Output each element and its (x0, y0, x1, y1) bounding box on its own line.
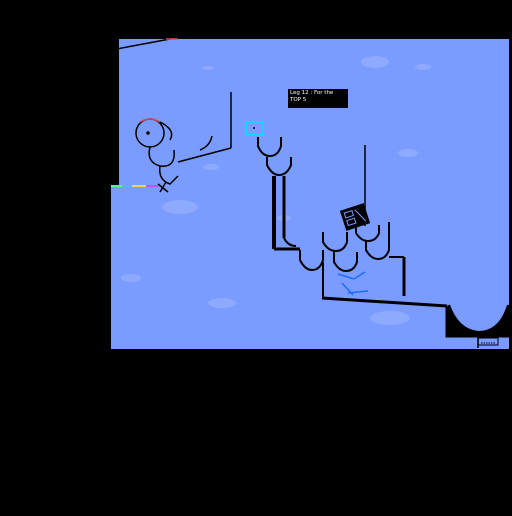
scenery-line (353, 271, 366, 280)
rider-leg (158, 165, 179, 185)
sky-playfield (111, 39, 509, 349)
track-cup (322, 232, 348, 253)
cursor-dot (253, 127, 255, 129)
cloud (370, 311, 410, 325)
cloud (162, 200, 198, 214)
scenery-lines (337, 271, 369, 296)
track-cup (257, 137, 282, 158)
track-cup (299, 250, 324, 272)
track-cup (266, 157, 292, 177)
crate-mark (346, 217, 357, 227)
platform-curve (199, 135, 213, 151)
sled-rider-icon (135, 118, 179, 193)
crate-mark (343, 210, 355, 219)
platform-ramp (177, 147, 232, 163)
track-cup (365, 222, 390, 261)
cloud (202, 66, 214, 70)
cloud (203, 164, 219, 170)
cloud (398, 149, 418, 157)
track-cup (333, 252, 358, 273)
selection-box-icon[interactable] (245, 121, 264, 136)
rider-eye (146, 131, 150, 135)
finish-bowl-fill (447, 305, 509, 336)
cloud (415, 64, 431, 70)
cloud (208, 298, 236, 308)
flag-banner (477, 337, 499, 346)
track-channel-curve (283, 237, 297, 247)
rider-hat (139, 118, 161, 123)
cloud (361, 56, 389, 68)
track-slope (321, 296, 448, 308)
tilted-crate (339, 203, 371, 231)
track-sign: Leg 12 : For the TOP 5 (288, 89, 348, 108)
cloud (121, 274, 141, 282)
rider-sled (157, 181, 169, 193)
platform-bracket (177, 92, 232, 163)
scenery-line (347, 290, 369, 294)
scenery-line (337, 273, 355, 280)
rider-arm (159, 121, 173, 141)
clouds (121, 56, 431, 325)
start-ramp-line (110, 38, 171, 51)
finish-flag-icon (477, 336, 499, 348)
left-wall (111, 39, 119, 186)
crate-mark (354, 209, 367, 222)
track-cup (355, 225, 380, 243)
